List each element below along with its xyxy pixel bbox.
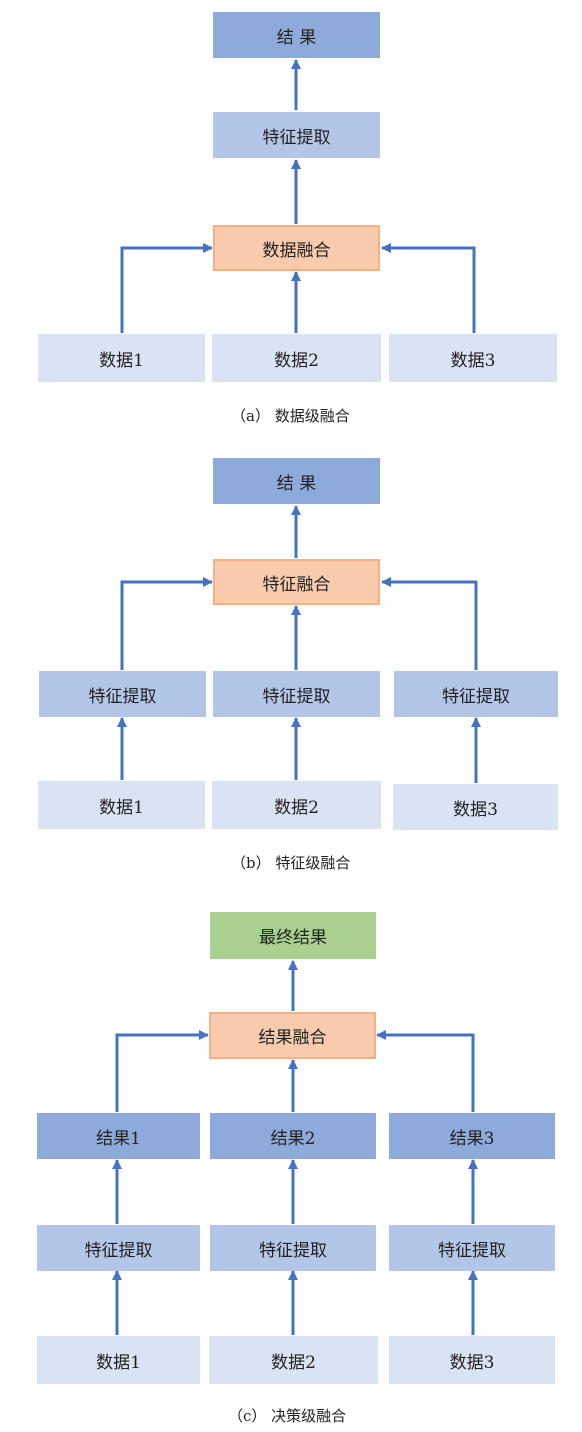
a-data-fusion-box: 数据融合 <box>213 225 380 271</box>
c-result2-box: 结果2 <box>210 1113 376 1159</box>
c-data1-box: 数据1 <box>37 1336 200 1384</box>
arrow-b-feature3-to-fusion <box>381 577 478 670</box>
b-feature-extraction-3-box: 特征提取 <box>394 671 558 717</box>
b-feature-extraction-2-box: 特征提取 <box>213 671 380 717</box>
b-feature-fusion-box: 特征融合 <box>213 559 380 605</box>
caption-c: （c） 决策级融合 <box>228 1407 347 1425</box>
c-feature-extraction-1-box: 特征提取 <box>37 1225 200 1271</box>
c-result3-box: 结果3 <box>389 1113 555 1159</box>
arrow-a-data1-to-fusion <box>120 243 213 333</box>
arrow-a-data3-to-fusion <box>381 243 476 333</box>
b-data2-box: 数据2 <box>212 781 381 829</box>
a-result-box: 结 果 <box>213 12 380 58</box>
b-data1-box: 数据1 <box>38 781 205 829</box>
a-data3-box: 数据3 <box>389 334 557 382</box>
c-feature-extraction-2-box: 特征提取 <box>210 1225 376 1271</box>
arrow-c-result3-to-fusion <box>376 1030 475 1112</box>
arrow-c-result1-to-fusion <box>115 1030 209 1112</box>
caption-b: （b） 特征级融合 <box>231 854 351 872</box>
c-data2-box: 数据2 <box>209 1336 378 1384</box>
c-feature-extraction-3-box: 特征提取 <box>389 1225 555 1271</box>
a-feature-extraction-box: 特征提取 <box>213 112 380 158</box>
c-result1-box: 结果1 <box>37 1113 200 1159</box>
arrow-b-feature1-to-fusion <box>120 577 213 670</box>
b-data3-box: 数据3 <box>393 784 558 830</box>
c-final-result-box: 最终结果 <box>210 912 376 959</box>
caption-a: （a） 数据级融合 <box>231 407 350 425</box>
c-result-fusion-box: 结果融合 <box>209 1012 376 1059</box>
b-result-box: 结 果 <box>213 458 380 504</box>
b-feature-extraction-1-box: 特征提取 <box>39 671 206 717</box>
a-data2-box: 数据2 <box>212 334 381 382</box>
a-data1-box: 数据1 <box>38 334 205 382</box>
c-data3-box: 数据3 <box>389 1336 555 1384</box>
